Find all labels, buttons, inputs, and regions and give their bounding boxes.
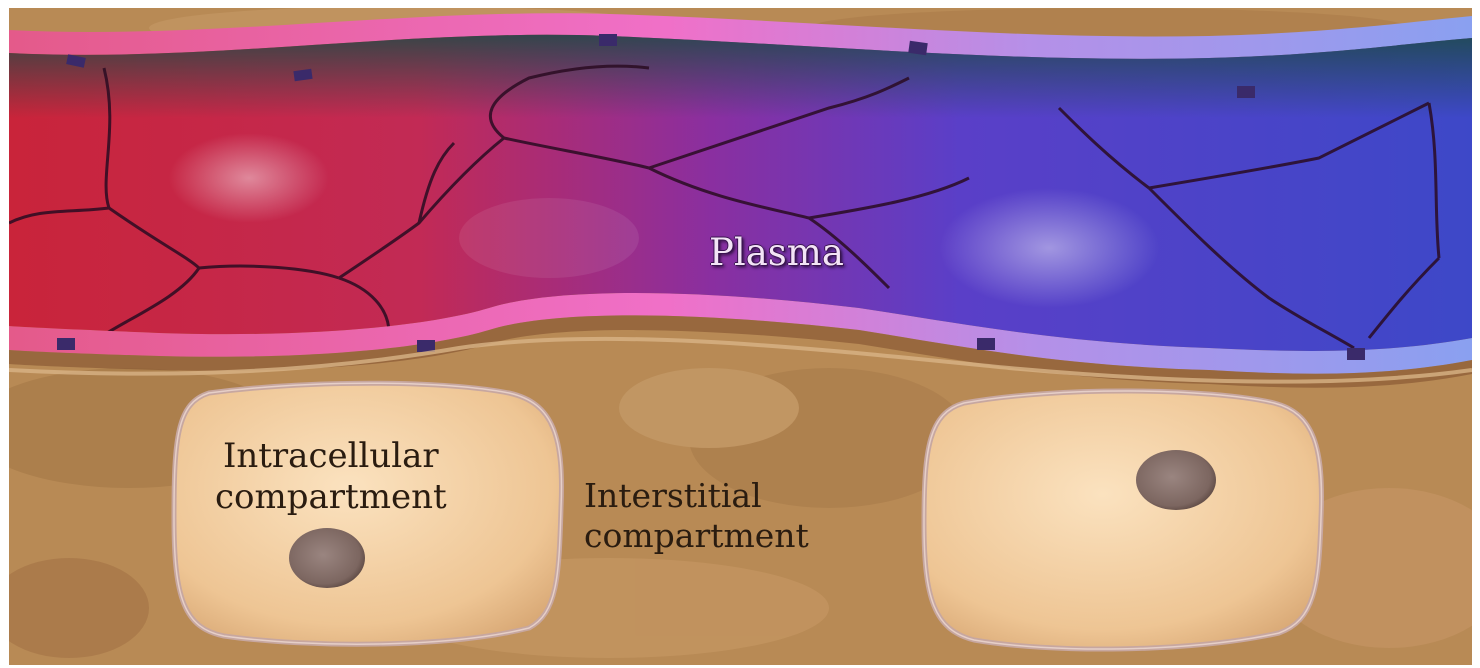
- plasma-label: Plasma: [709, 230, 844, 275]
- interstitial-label-line-1: Interstitial: [584, 476, 809, 516]
- intracellular-compartment-label: Intracellular compartment: [215, 436, 447, 519]
- intracellular-cell-right: [924, 391, 1321, 649]
- interstitial-label-line-2: compartment: [584, 516, 809, 556]
- interstitial-compartment-label: Interstitial compartment: [584, 476, 809, 557]
- diagram-illustration: [9, 8, 1472, 665]
- nucleus-left: [289, 528, 365, 588]
- intracellular-label-line-1: Intracellular: [215, 436, 447, 477]
- diagram-frame: Plasma Intracellular compartment Interst…: [9, 8, 1472, 665]
- intracellular-label-line-2: compartment: [215, 477, 447, 518]
- nucleus-right: [1136, 450, 1216, 510]
